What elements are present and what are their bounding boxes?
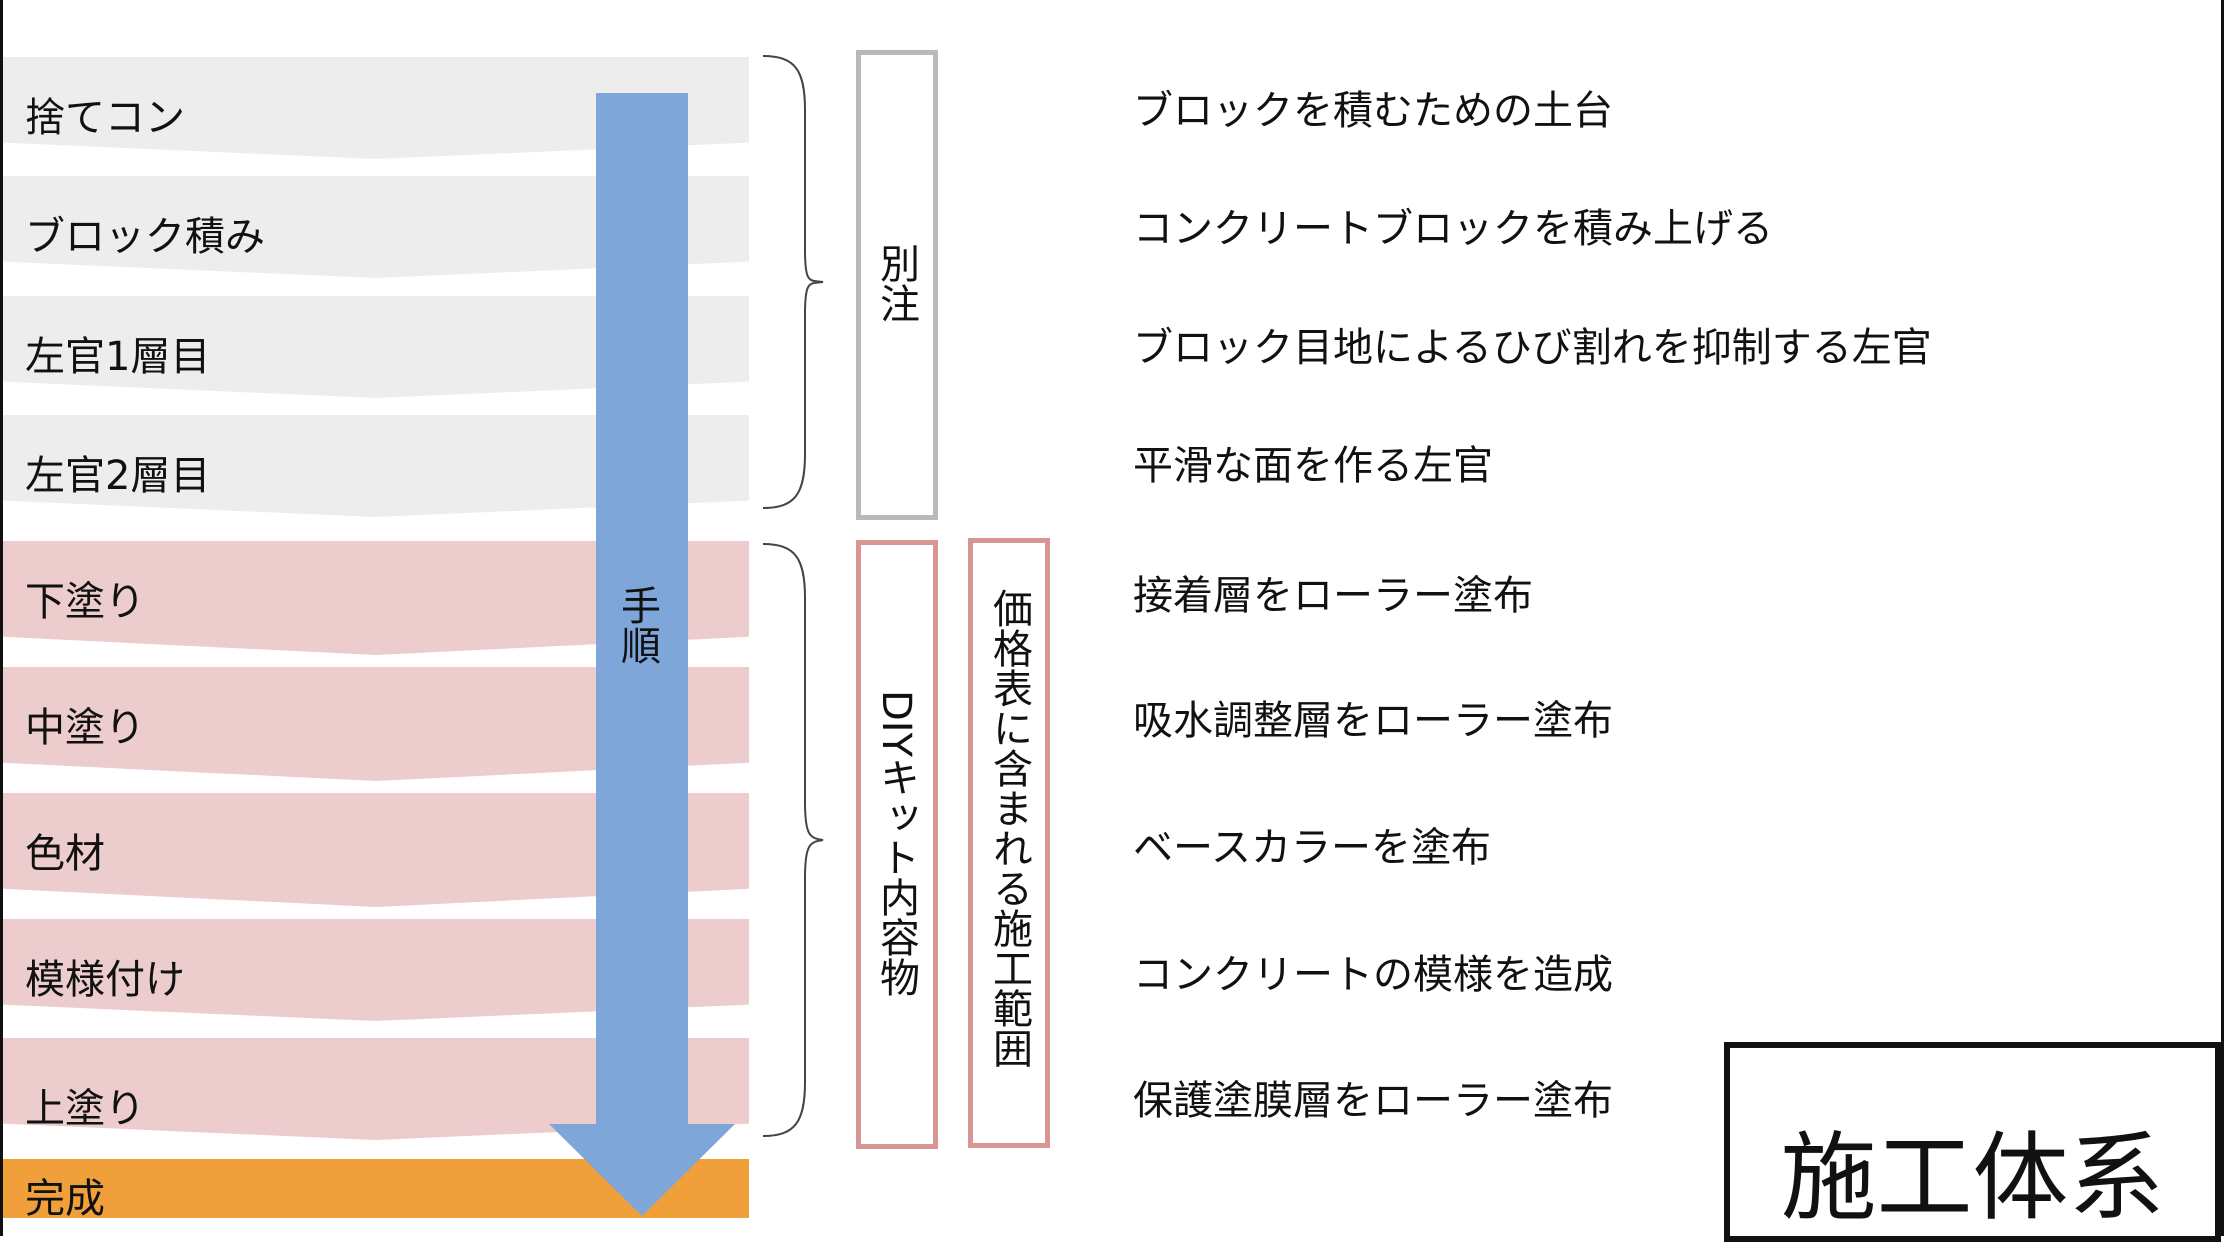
title-box: 施工体系 — [1724, 1042, 2221, 1242]
step-label: 捨てコン — [25, 95, 185, 141]
step-label: 色材 — [25, 831, 105, 877]
step-label: 左官2層目 — [25, 453, 211, 499]
step-label: 模様付け — [25, 957, 185, 1003]
step-label: 上塗り — [25, 1086, 145, 1132]
price-scope-label: 価格表に含まれる施工範囲 — [986, 588, 1032, 1068]
step-description: 平滑な面を作る左官 — [1133, 443, 1493, 489]
diy-kit-label: DIYキット内容物 — [873, 690, 919, 998]
arrow-label: 手順 — [614, 585, 660, 665]
step-description: ベースカラーを塗布 — [1133, 825, 1491, 871]
step-label: 完成 — [25, 1176, 105, 1222]
process-arrow — [549, 93, 735, 1216]
step-label: 中塗り — [25, 705, 145, 751]
diagram-title: 施工体系 — [1780, 1122, 2165, 1234]
step-description: コンクリートの模様を造成 — [1133, 952, 1613, 998]
step-description: コンクリートブロックを積み上げる — [1133, 206, 1773, 252]
step-label: 左官1層目 — [25, 334, 211, 380]
frame-left-border — [0, 0, 3, 1236]
step-description: ブロック目地によるひび割れを抑制する左官 — [1133, 325, 1932, 371]
step-description: ブロックを積むための土台 — [1133, 88, 1613, 134]
step-label: 下塗り — [25, 579, 145, 625]
step-label: ブロック積み — [25, 214, 265, 260]
brace-gray-group — [762, 55, 824, 509]
frame-right-border — [2221, 0, 2224, 1236]
brace-pink-group — [762, 543, 824, 1137]
separate-order-box — [856, 50, 938, 520]
step-description: 保護塗膜層をローラー塗布 — [1133, 1078, 1613, 1124]
price-scope-box — [968, 538, 1050, 1148]
diy-kit-box — [856, 540, 938, 1149]
step-description: 吸水調整層をローラー塗布 — [1133, 698, 1613, 744]
step-description: 接着層をローラー塗布 — [1133, 573, 1533, 619]
separate-order-label: 別注 — [873, 243, 919, 323]
